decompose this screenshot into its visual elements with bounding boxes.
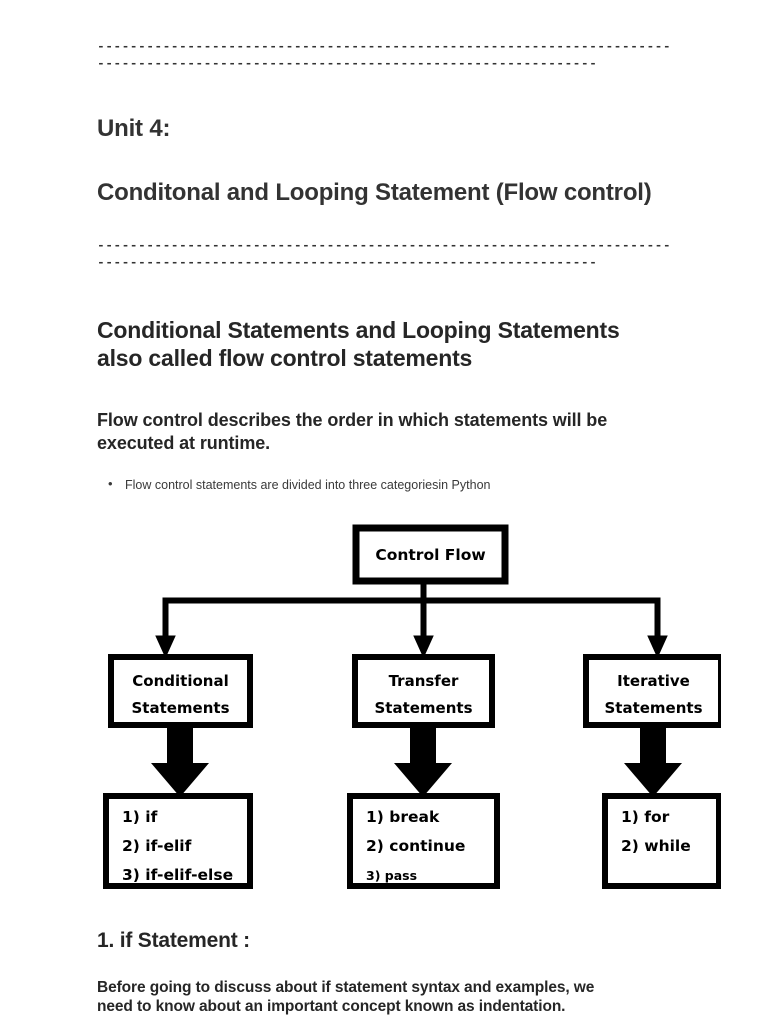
node-label: Control Flow — [375, 546, 485, 564]
leaf-item: 1) if — [122, 808, 158, 826]
body-paragraph-line-2: need to know about an important concept … — [97, 998, 566, 1015]
node-label-line-2: Statements — [131, 699, 229, 717]
unit-title: Unit 4: — [97, 115, 171, 142]
lead-paragraph-line-1: Flow control describes the order in whic… — [97, 410, 608, 430]
list-item: Flow control statements are divided into… — [97, 476, 490, 493]
leaf-item: 1) break — [366, 808, 440, 826]
block-arrow-down-icon — [624, 725, 682, 797]
diagram-node-control-flow: Control Flow — [352, 524, 509, 585]
lead-paragraph-line-2: executed at runtime. — [97, 433, 271, 453]
section-heading-line-1: Conditional Statements and Looping State… — [97, 317, 620, 343]
body-paragraph: Before going to discuss about if stateme… — [97, 978, 594, 1016]
section-heading: Conditional Statements and Looping State… — [97, 316, 620, 372]
separator-line-full: ----------------------------------------… — [97, 39, 672, 54]
separator-middle: ----------------------------------------… — [97, 237, 671, 271]
leaf-item: 2) while — [621, 837, 691, 855]
separator-top: ----------------------------------------… — [97, 38, 671, 72]
control-flow-diagram: Control Flow Conditional Statements 1) i… — [97, 520, 721, 890]
node-label-line-1: Iterative — [617, 672, 690, 690]
separator-line-full: ----------------------------------------… — [97, 238, 672, 253]
node-label-line-1: Transfer — [389, 672, 459, 690]
leaf-item: 3) pass — [366, 868, 417, 883]
sub-heading: 1. if Statement : — [97, 929, 250, 952]
bullet-list: Flow control statements are divided into… — [97, 476, 490, 493]
page-title: Conditonal and Looping Statement (Flow c… — [97, 179, 652, 206]
section-heading-line-2: also called flow control statements — [97, 345, 473, 371]
node-label-line-1: Conditional — [132, 672, 228, 690]
diagram-branch-iterative: Iterative Statements 1) for 2) while — [583, 654, 721, 889]
document-page: ----------------------------------------… — [97, 0, 721, 1024]
connector-root-to-branches — [155, 580, 668, 659]
body-paragraph-line-1: Before going to discuss about if stateme… — [97, 979, 595, 996]
separator-line-short: ----------------------------------------… — [97, 56, 598, 71]
diagram-branch-transfer: Transfer Statements 1) break 2) continue… — [347, 654, 500, 889]
node-label-line-2: Statements — [374, 699, 472, 717]
node-label-line-2: Statements — [604, 699, 702, 717]
block-arrow-down-icon — [394, 725, 452, 797]
leaf-item: 2) if-elif — [122, 837, 192, 855]
diagram-branch-conditional: Conditional Statements 1) if 2) if-elif … — [103, 654, 253, 889]
leaf-item: 3) if-elif-else — [122, 866, 233, 884]
leaf-item: 1) for — [621, 808, 670, 826]
leaf-item: 2) continue — [366, 837, 465, 855]
separator-line-short: ----------------------------------------… — [97, 255, 598, 270]
lead-paragraph: Flow control describes the order in whic… — [97, 409, 607, 455]
block-arrow-down-icon — [151, 725, 209, 797]
